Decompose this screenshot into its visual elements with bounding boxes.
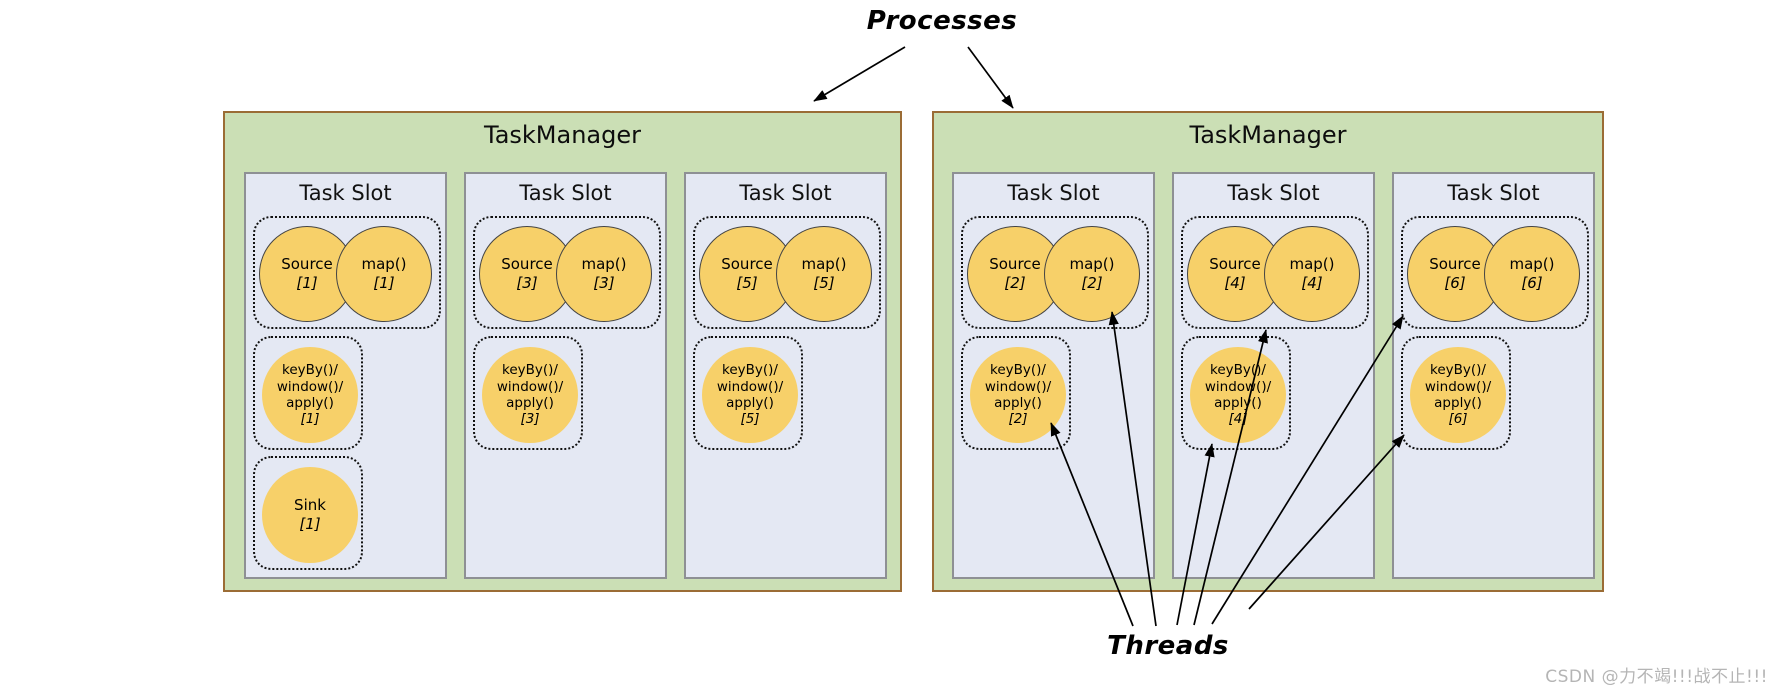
task-slot: Task Slot Source [5] map() [5] keyBy()/ … xyxy=(684,172,887,579)
processes-label: Processes xyxy=(866,6,1018,36)
keyby-operator-circle: keyBy()/ window()/ apply() [3] xyxy=(482,347,578,443)
operator-label: window()/ xyxy=(984,378,1052,395)
keyby-group: keyBy()/ window()/ apply() [5] xyxy=(693,336,803,450)
keyby-group: keyBy()/ window()/ apply() [1] xyxy=(253,336,363,450)
map-operator-circle: map() [1] xyxy=(336,226,432,322)
map-operator-circle: map() [5] xyxy=(776,226,872,322)
operator-label: Source xyxy=(989,255,1041,274)
sink-group: Sink [1] xyxy=(253,456,363,570)
operator-label: map() xyxy=(361,255,407,274)
subtask-index: [1] xyxy=(299,515,321,533)
subtask-index: [5] xyxy=(736,274,758,292)
operator-label: keyBy()/ xyxy=(990,362,1046,379)
keyby-operator-circle: keyBy()/ window()/ apply() [5] xyxy=(702,347,798,443)
taskmanager-title: TaskManager xyxy=(1189,121,1347,149)
taskmanager-box-2: TaskManager Task Slot Source [2] map() [… xyxy=(932,111,1604,592)
subtask-index: [5] xyxy=(740,411,760,428)
operator-label: Source xyxy=(1209,255,1261,274)
subtask-index: [6] xyxy=(1444,274,1466,292)
operator-label: Source xyxy=(501,255,553,274)
task-slot: Task Slot Source [3] map() [3] keyBy()/ … xyxy=(464,172,667,579)
subtask-index: [3] xyxy=(520,411,540,428)
subtask-index: [1] xyxy=(373,274,395,292)
operator-label: apply() xyxy=(1214,395,1262,411)
sink-operator-circle: Sink [1] xyxy=(262,467,358,563)
keyby-group: keyBy()/ window()/ apply() [3] xyxy=(473,336,583,450)
processes-arrow-left xyxy=(813,46,906,102)
subtask-index: [3] xyxy=(593,274,615,292)
operator-label: Source xyxy=(281,255,333,274)
keyby-operator-circle: keyBy()/ window()/ apply() [1] xyxy=(262,347,358,443)
operator-label: keyBy()/ xyxy=(1430,362,1486,379)
operator-label: Source xyxy=(1429,255,1481,274)
task-slot-title: Task Slot xyxy=(299,181,392,205)
operator-label: map() xyxy=(1509,255,1555,274)
operator-label: keyBy()/ xyxy=(502,362,558,379)
subtask-index: [2] xyxy=(1004,274,1026,292)
operator-label: map() xyxy=(1069,255,1115,274)
operator-label: apply() xyxy=(726,395,774,411)
keyby-operator-circle: keyBy()/ window()/ apply() [2] xyxy=(970,347,1066,443)
keyby-group: keyBy()/ window()/ apply() [6] xyxy=(1401,336,1511,450)
subtask-index: [4] xyxy=(1301,274,1323,292)
operator-label: window()/ xyxy=(276,378,344,395)
operator-label: window()/ xyxy=(716,378,784,395)
task-slot: Task Slot Source [4] map() [4] keyBy()/ … xyxy=(1172,172,1375,579)
task-slot-title: Task Slot xyxy=(1227,181,1320,205)
operator-chain-group: Source [6] map() [6] xyxy=(1401,216,1589,329)
subtask-index: [4] xyxy=(1228,411,1248,428)
subtask-index: [4] xyxy=(1224,274,1246,292)
map-operator-circle: map() [6] xyxy=(1484,226,1580,322)
subtask-index: [2] xyxy=(1081,274,1103,292)
operator-label: apply() xyxy=(506,395,554,411)
operator-chain-group: Source [4] map() [4] xyxy=(1181,216,1369,329)
operator-label: apply() xyxy=(286,395,334,411)
operator-label: map() xyxy=(1289,255,1335,274)
operator-chain-group: Source [1] map() [1] xyxy=(253,216,441,329)
map-operator-circle: map() [3] xyxy=(556,226,652,322)
subtask-index: [6] xyxy=(1448,411,1468,428)
operator-label: keyBy()/ xyxy=(722,362,778,379)
task-slot-title: Task Slot xyxy=(519,181,612,205)
subtask-index: [2] xyxy=(1008,411,1028,428)
source-operator-circle: Source [5] xyxy=(699,226,795,322)
map-operator-circle: map() [4] xyxy=(1264,226,1360,322)
operator-chain-group: Source [5] map() [5] xyxy=(693,216,881,329)
subtask-index: [3] xyxy=(516,274,538,292)
keyby-operator-circle: keyBy()/ window()/ apply() [4] xyxy=(1190,347,1286,443)
operator-label: map() xyxy=(801,255,847,274)
taskmanager-box-1: TaskManager Task Slot Source [1] map() [… xyxy=(223,111,902,592)
operator-label: window()/ xyxy=(1424,378,1492,395)
task-slot-title: Task Slot xyxy=(739,181,832,205)
threads-label: Threads xyxy=(1107,631,1229,661)
operator-label: apply() xyxy=(1434,395,1482,411)
operator-chain-group: Source [2] map() [2] xyxy=(961,216,1149,329)
subtask-index: [6] xyxy=(1521,274,1543,292)
processes-arrow-right xyxy=(967,46,1014,109)
operator-label: window()/ xyxy=(1204,378,1272,395)
subtask-index: [1] xyxy=(296,274,318,292)
watermark: CSDN @力不竭!!!战不止!!! xyxy=(1545,667,1768,687)
subtask-index: [1] xyxy=(300,411,320,428)
operator-chain-group: Source [3] map() [3] xyxy=(473,216,661,329)
keyby-group: keyBy()/ window()/ apply() [4] xyxy=(1181,336,1291,450)
subtask-index: [5] xyxy=(813,274,835,292)
operator-label: apply() xyxy=(994,395,1042,411)
operator-label: window()/ xyxy=(496,378,564,395)
task-slot: Task Slot Source [6] map() [6] keyBy()/ … xyxy=(1392,172,1595,579)
operator-label: keyBy()/ xyxy=(282,362,338,379)
keyby-operator-circle: keyBy()/ window()/ apply() [6] xyxy=(1410,347,1506,443)
operator-label: Source xyxy=(721,255,773,274)
task-slot-title: Task Slot xyxy=(1447,181,1540,205)
task-slot: Task Slot Source [2] map() [2] keyBy()/ … xyxy=(952,172,1155,579)
map-operator-circle: map() [2] xyxy=(1044,226,1140,322)
taskmanager-title: TaskManager xyxy=(484,121,641,149)
task-slot-title: Task Slot xyxy=(1007,181,1100,205)
operator-label: map() xyxy=(581,255,627,274)
task-slot: Task Slot Source [1] map() [1] keyBy()/ … xyxy=(244,172,447,579)
keyby-group: keyBy()/ window()/ apply() [2] xyxy=(961,336,1071,450)
operator-label: Sink xyxy=(294,496,326,515)
operator-label: keyBy()/ xyxy=(1210,362,1266,379)
